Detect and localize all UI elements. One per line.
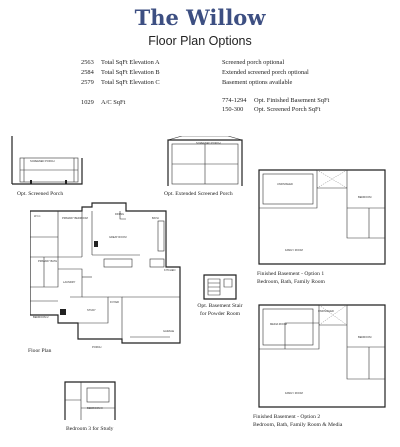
caption-basement-2-line2: Bedroom, Bath, Family Room & Media [253,422,343,428]
page-title: The Willow [134,5,266,30]
room-b1-family: FAMILY ROOM [285,249,303,252]
screened-porch-plan [10,136,85,188]
bedroom-3-plan [63,380,117,422]
room-porch: PORCH [92,346,102,349]
caption-basement-1-line1: Finished Basement - Option 1 [257,271,325,277]
room-b2-bedroom: BEDROOM [358,336,372,339]
room-b2-media: MEDIA ROOM [270,323,287,326]
caption-floor-plan: Floor Plan [28,348,52,354]
room-study: STUDY [87,309,96,312]
room-b1-unfinished: UNFINISHED [277,183,293,186]
basement-option-1-plan [257,168,389,266]
page-subtitle: Floor Plan Options [148,34,252,48]
room-bath: BATH [152,217,159,220]
caption-stair-line2: for Powder Room [199,311,241,317]
room-dining: DINING [115,213,125,216]
main-floor-plan [30,197,186,345]
caption-basement-1-line2: Bedroom, Bath, Family Room [257,279,325,285]
caption-stair-line1: Opt. Basement Stair [197,303,243,309]
basement-option-2-plan [257,303,389,411]
option-screened-porch: Screened porch optional [222,59,285,66]
room-b2-family: FAMILY ROOM [285,392,303,395]
room-laundry: LAUNDRY [63,281,76,284]
option-extended-porch: Extended screened porch optional [222,69,309,76]
room-kitchen: KITCHEN [164,269,176,272]
caption-bedroom-3: Bedroom 3 for Study [66,426,114,432]
basement-stair-plan [202,273,238,301]
room-bedroom-2: BEDROOM 2 [33,316,49,319]
room-screened-porch: SCREENED PORCH [30,160,55,163]
room-extended-porch: SCREENED PORCH [196,142,221,145]
room-b3-bedroom: BEDROOM 3 [87,407,103,410]
caption-extended-porch: Opt. Extended Screened Porch [164,191,233,197]
room-b1-bedroom: BEDROOM [358,196,372,199]
option-basement: Basement options available [222,79,293,86]
extended-porch-plan [164,136,246,188]
room-primary-bedroom: PRIMARY BEDROOM [62,217,88,220]
room-primary-bath: PRIMARY BATH [38,260,58,263]
caption-screened-porch: Opt. Screened Porch [17,191,64,197]
room-wic: W.I.C. [34,215,42,218]
room-great-room: GREAT ROOM [109,236,127,239]
room-b2-unfinished: UNFINISHED [318,310,334,313]
room-garage: GARAGE [163,330,175,333]
room-foyer: FOYER [110,301,119,304]
caption-basement-2-line1: Finished Basement - Option 2 [253,414,321,420]
